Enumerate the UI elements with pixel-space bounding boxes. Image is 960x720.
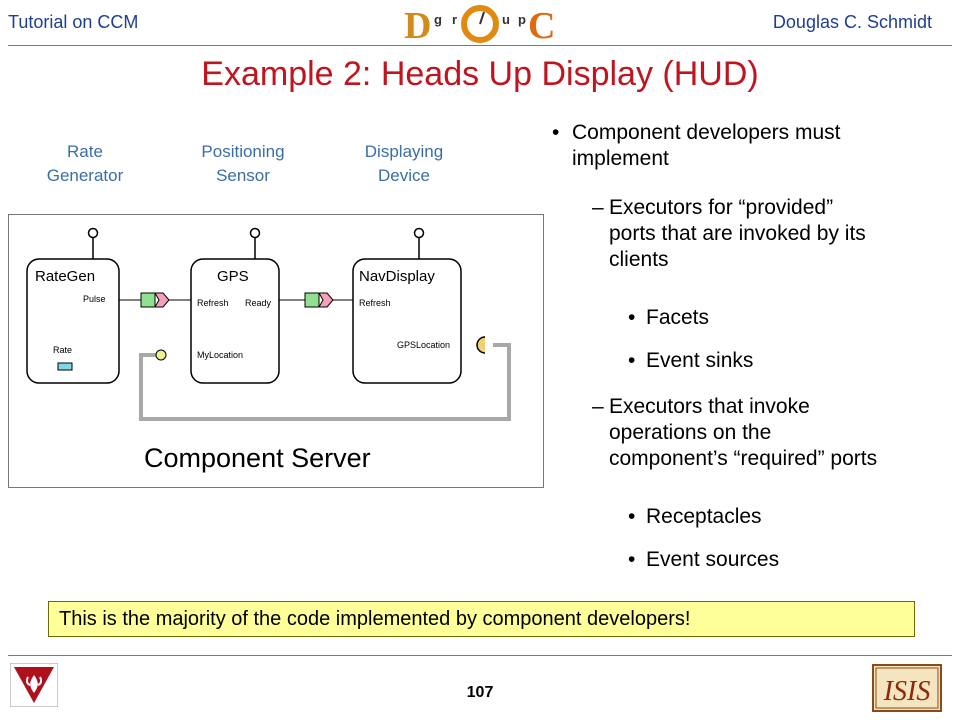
gps-facet-port-icon (249, 227, 261, 239)
bullet-event-sources: •Event sources (628, 548, 780, 571)
footer-divider (8, 655, 952, 656)
receptacle-connection-wire (139, 343, 511, 421)
gps-component: GPS Refresh Ready MyLocation (155, 227, 280, 384)
component-server-label: Component Server (144, 443, 371, 473)
svg-text:GPSLocation: GPSLocation (397, 340, 450, 350)
ready-event-connector-icon (304, 292, 334, 308)
pulse-event-connector-icon (140, 292, 170, 308)
svg-text:r: r (452, 12, 457, 27)
svg-text:g: g (434, 12, 442, 27)
svg-text:Rate: Rate (53, 345, 72, 355)
slide-title: Example 2: Heads Up Display (HUD) (201, 55, 759, 93)
bullet-executors-provided: – Executors for “provided” ports that ar… (592, 196, 866, 271)
svg-text:p: p (518, 12, 526, 27)
svg-text:Refresh: Refresh (359, 298, 391, 308)
rategen-component: RateGen Pulse Rate (26, 227, 120, 384)
label-positioning-sensor: Positioning Sensor (201, 142, 285, 185)
gpslocation-receptacle-icon (476, 336, 486, 354)
rate-attribute-icon (57, 362, 73, 371)
navdisplay-component: NavDisplay Refresh GPSLocation (352, 227, 486, 384)
svg-text:Ready: Ready (245, 298, 272, 308)
bullet-event-sinks: •Event sinks (628, 349, 754, 372)
highlight-note: This is the majority of the code impleme… (48, 601, 915, 637)
isis-logo: ISIS (872, 664, 942, 712)
header-divider (8, 45, 952, 46)
svg-text:Pulse: Pulse (83, 294, 106, 304)
vanderbilt-logo (10, 663, 58, 707)
header-tutorial-title: Tutorial on CCM (8, 12, 139, 32)
gps-mylocation-facet-icon (155, 349, 167, 361)
svg-text:D: D (404, 5, 431, 44)
label-displaying-device: Displaying Device (364, 142, 444, 185)
svg-text:Refresh: Refresh (197, 298, 229, 308)
svg-text:GPS: GPS (217, 268, 249, 285)
component-server-diagram: RateGen Pulse Rate GPS Refresh Ready MyL… (8, 214, 544, 488)
header-author: Douglas C. Schmidt (772, 12, 932, 32)
svg-text:C: C (528, 5, 555, 44)
doc-group-logo: D g r u p C (404, 5, 555, 44)
bullet-executors-invoke: – Executors that invoke operations on th… (592, 395, 878, 470)
svg-text:ISIS: ISIS (883, 676, 931, 707)
bullet-receptacles: •Receptacles (628, 505, 762, 528)
rategen-attribute-port-icon (87, 227, 99, 239)
navdisplay-facet-port-icon (413, 227, 425, 239)
svg-text:RateGen: RateGen (35, 268, 95, 285)
bullet-component-developers: • Component developers must implement (552, 121, 841, 170)
svg-text:NavDisplay: NavDisplay (359, 268, 435, 285)
svg-text:MyLocation: MyLocation (197, 350, 243, 360)
page-number: 107 (466, 684, 494, 701)
label-rate-generator: Rate Generator (46, 142, 124, 185)
bullet-facets: •Facets (628, 306, 710, 329)
svg-text:u: u (502, 12, 510, 27)
